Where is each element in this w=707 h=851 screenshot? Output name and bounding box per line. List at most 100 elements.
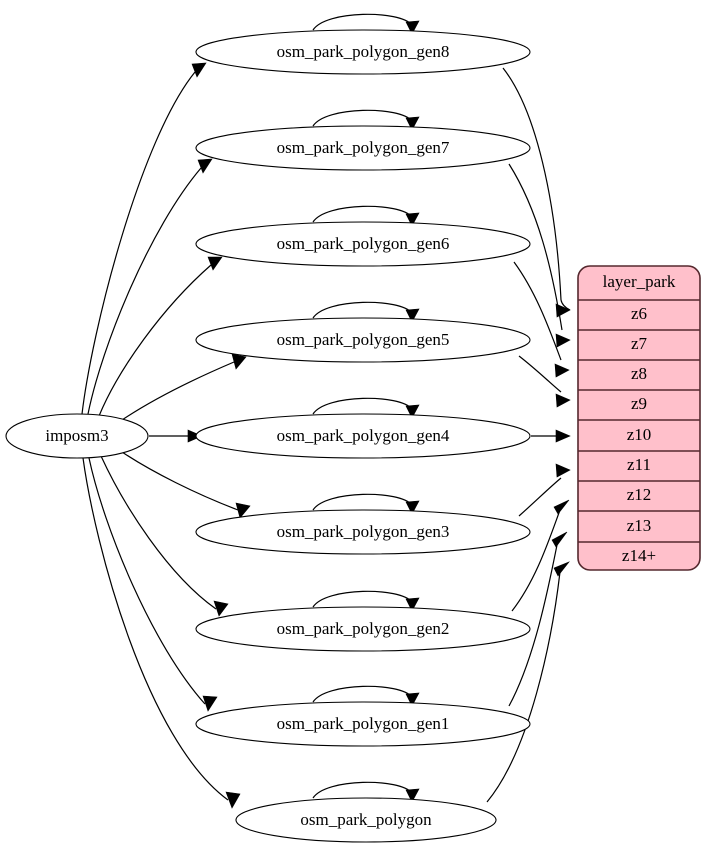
edge-imposm3-to-gen7: [87, 167, 202, 415]
arrowhead-imposm3-base: [225, 791, 241, 809]
layer-table-row-z10[interactable]: z10: [578, 425, 700, 452]
edge-imposm3-to-gen3: [121, 451, 239, 511]
arrowhead-imposm3-gen7: [197, 158, 213, 174]
arrowhead-self-loop-gen6: [405, 212, 420, 227]
node-gen4-shape: [195, 413, 531, 459]
layer-table-cell-label: z12: [627, 485, 652, 504]
arrowhead-imposm3-gen5: [231, 353, 247, 370]
self-loop-gen5: [312, 301, 413, 319]
edge-gen8-to-z6: [502, 67, 562, 301]
node-gen1[interactable]: osm_park_polygon_gen1: [195, 685, 531, 747]
edge-imposm3-to-base: [82, 457, 229, 801]
arrowhead-self-loop-gen2: [405, 597, 420, 612]
arrowhead-self-loop-gen4: [405, 404, 420, 419]
arrowhead-self-loop-gen8: [405, 20, 420, 35]
node-gen1-shape: [195, 701, 531, 747]
node-base-label: osm_park_polygon: [300, 810, 432, 829]
node-imposm3-label: imposm3: [45, 426, 108, 445]
arrowhead-self-loop-gen1: [405, 692, 420, 707]
layer-table-cell-label: z7: [631, 334, 648, 353]
node-gen7-label: osm_park_polygon_gen7: [277, 138, 450, 157]
self-loop-gen1: [312, 685, 413, 703]
layer-table-row-z12[interactable]: z12: [578, 485, 700, 512]
layer-table-cell-label: z11: [627, 455, 651, 474]
arrowhead-gen5-z9: [555, 393, 571, 408]
edge-gen2-to-z12: [511, 509, 561, 612]
layer-table-row-z8[interactable]: z8: [578, 364, 700, 391]
node-base-shape: [235, 797, 497, 843]
arrowhead-gen4-z10: [555, 429, 571, 443]
self-loop-gen3: [312, 493, 413, 511]
edge-gen3-to-z11: [518, 477, 562, 517]
edge-imposm3-to-gen1: [88, 457, 206, 705]
node-gen2[interactable]: osm_park_polygon_gen2: [195, 590, 531, 652]
layer-table-cell-label: z13: [627, 516, 652, 535]
self-loop-gen2: [312, 590, 413, 608]
layer-table-cell-label: z6: [631, 304, 647, 323]
self-loop-gen7: [312, 109, 413, 127]
self-loop-gen6: [312, 205, 413, 223]
layer-table-row-z9[interactable]: z9: [578, 394, 700, 421]
self-loop-base: [312, 781, 413, 799]
layer-table-cell-label: z14+: [622, 546, 656, 565]
arrowhead-imposm3-gen3: [235, 502, 251, 519]
edge-gen1-to-z13: [508, 544, 558, 707]
arrowhead-imposm3-gen6: [207, 256, 223, 271]
node-gen4[interactable]: osm_park_polygon_gen4: [195, 397, 531, 459]
arrowhead-gen3-z11: [555, 463, 571, 478]
layer-table-cell-label: z9: [631, 394, 647, 413]
arrowhead-imposm3-gen2: [213, 600, 229, 617]
edge-base-to-z14plus: [486, 571, 561, 803]
layer-table[interactable]: layer_park z6 z7 z8 z9 z10: [577, 265, 701, 571]
node-imposm3-shape: [5, 413, 149, 459]
edge-gen7-to-z7: [508, 163, 563, 331]
node-gen8-label: osm_park_polygon_gen8: [277, 42, 450, 61]
arrowhead-gen1-z13: [551, 531, 568, 548]
arrowhead-gen6-z8: [554, 363, 570, 378]
node-gen8-shape: [195, 29, 531, 75]
arrowhead-gen2-z12: [553, 499, 570, 515]
edge-imposm3-to-gen6: [98, 264, 212, 417]
layer-table-cell-label: z8: [631, 364, 647, 383]
layer-table-background: [577, 265, 701, 571]
layer-table-row-z6[interactable]: z6: [578, 304, 700, 331]
arrowhead-imposm3-gen1: [202, 695, 218, 712]
node-gen5[interactable]: osm_park_polygon_gen5: [195, 301, 531, 363]
node-gen6[interactable]: osm_park_polygon_gen6: [195, 205, 531, 267]
edge-imposm3-to-gen2: [100, 455, 217, 610]
self-loop-gen8: [312, 13, 413, 31]
node-gen2-label: osm_park_polygon_gen2: [277, 619, 450, 638]
edge-imposm3-to-gen5: [121, 361, 235, 421]
node-gen7[interactable]: osm_park_polygon_gen7: [195, 109, 531, 171]
arrowhead-self-loop-gen3: [405, 500, 420, 515]
edge-gen6-to-z8: [513, 261, 562, 361]
layer-table-row-z7[interactable]: z7: [578, 334, 700, 361]
node-gen1-label: osm_park_polygon_gen1: [277, 714, 450, 733]
layer-table-header-label: layer_park: [603, 272, 676, 291]
node-gen5-label: osm_park_polygon_gen5: [277, 330, 450, 349]
node-gen3-label: osm_park_polygon_gen3: [277, 522, 450, 541]
node-base[interactable]: osm_park_polygon: [235, 781, 497, 843]
arrowhead-base-z14plus: [553, 561, 570, 577]
edge-group-to-layer-table: [486, 67, 571, 803]
node-gen8[interactable]: osm_park_polygon_gen8: [195, 13, 531, 75]
arrowhead-gen7-z7: [555, 333, 571, 348]
self-loop-gen4: [312, 397, 413, 415]
layer-table-row-z13[interactable]: z13: [578, 516, 700, 543]
node-imposm3[interactable]: imposm3: [5, 413, 149, 459]
edge-gen8-to-z6-tail: [560, 299, 571, 311]
arrowhead-self-loop-gen7: [405, 116, 420, 131]
layer-table-row-z11[interactable]: z11: [578, 455, 700, 482]
node-gen2-shape: [195, 606, 531, 652]
arrowhead-imposm3-gen4: [187, 429, 203, 443]
node-gen4-label: osm_park_polygon_gen4: [277, 426, 450, 445]
node-gen3[interactable]: osm_park_polygon_gen3: [195, 493, 531, 555]
node-gen6-label: osm_park_polygon_gen6: [277, 234, 450, 253]
edge-group-source-fanout: [81, 62, 251, 809]
layer-table-row-z14plus[interactable]: z14+: [622, 546, 656, 565]
arrowhead-self-loop-base: [405, 788, 420, 803]
edge-imposm3-to-gen8: [81, 71, 196, 415]
node-gen5-shape: [195, 317, 531, 363]
